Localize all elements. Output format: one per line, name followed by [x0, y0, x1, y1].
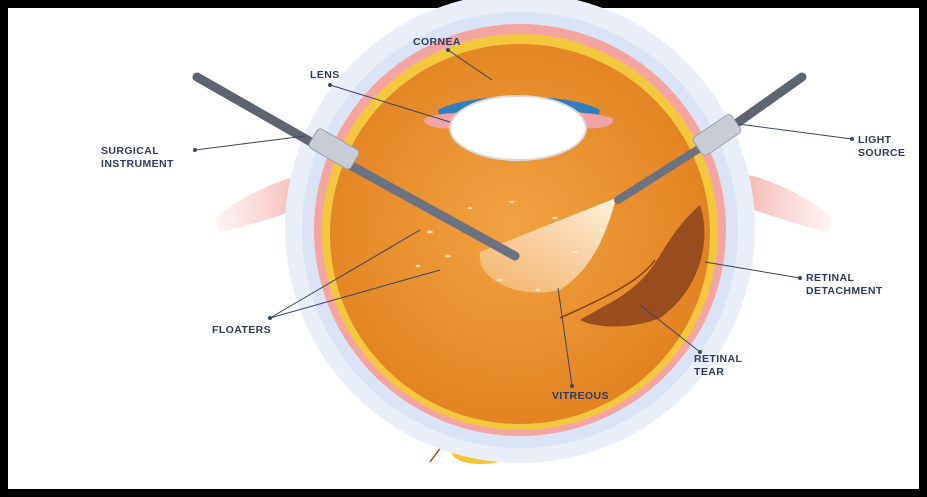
- label-floaters: FLOATERS: [212, 324, 271, 336]
- label-lens: LENS: [310, 69, 340, 81]
- label-detach-line2: DETACHMENT: [806, 285, 883, 297]
- lens: [450, 96, 586, 160]
- label-tear-line2: TEAR: [694, 366, 724, 378]
- light-source: [730, 77, 802, 128]
- label-surgical-line1: SURGICAL: [101, 145, 159, 157]
- label-cornea: CORNEA: [413, 36, 461, 48]
- label-vitreous: VITREOUS: [552, 390, 609, 402]
- surgical-instrument: [197, 77, 318, 146]
- label-surgical-line2: INSTRUMENT: [101, 158, 174, 170]
- label-light-line1: LIGHT: [858, 134, 892, 146]
- label-light-line2: SOURCE: [858, 147, 905, 159]
- label-detach-line1: RETINAL: [806, 272, 854, 284]
- label-tear-line1: RETINAL: [694, 353, 742, 365]
